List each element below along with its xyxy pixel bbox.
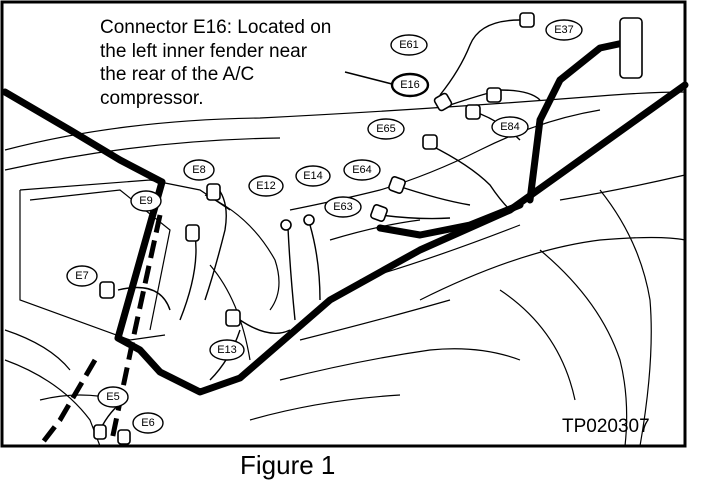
label-e9-text: E9 bbox=[139, 195, 152, 207]
figure-id: TP020307 bbox=[562, 416, 650, 437]
callout-line-2: the left inner fender near bbox=[100, 40, 308, 62]
figure-caption: Figure 1 bbox=[240, 450, 336, 480]
label-e63-text: E63 bbox=[333, 201, 353, 213]
label-e84: E84 bbox=[491, 116, 529, 138]
label-e7-text: E7 bbox=[75, 270, 88, 282]
label-e16-text: E16 bbox=[400, 79, 420, 91]
label-e5-text: E5 bbox=[106, 391, 119, 403]
label-e63: E63 bbox=[324, 196, 362, 218]
label-e5: E5 bbox=[97, 386, 129, 408]
label-e65: E65 bbox=[367, 118, 405, 140]
label-e6-text: E6 bbox=[141, 417, 154, 429]
label-e6: E6 bbox=[132, 412, 164, 434]
label-e9: E9 bbox=[130, 190, 162, 212]
label-e8-text: E8 bbox=[192, 164, 205, 176]
label-e84-text: E84 bbox=[500, 121, 520, 133]
diagram-frame bbox=[0, 0, 687, 448]
label-e64: E64 bbox=[343, 159, 381, 181]
label-e13-text: E13 bbox=[217, 344, 237, 356]
label-e12: E12 bbox=[248, 175, 284, 197]
label-e12-text: E12 bbox=[256, 180, 276, 192]
label-e8: E8 bbox=[183, 159, 215, 181]
connector-callout: Connector E16: Located on the left inner… bbox=[100, 16, 400, 110]
label-e14-text: E14 bbox=[303, 170, 323, 182]
e16-leader-line bbox=[344, 71, 393, 85]
connector-bodies bbox=[93, 12, 643, 445]
callout-line-4: compressor. bbox=[100, 87, 204, 109]
label-e7: E7 bbox=[66, 265, 98, 287]
body-outlines bbox=[4, 91, 686, 447]
label-e37: E37 bbox=[545, 19, 583, 41]
label-e16: E16 bbox=[390, 72, 430, 98]
label-e61-text: E61 bbox=[399, 39, 419, 51]
label-e65-text: E65 bbox=[376, 123, 396, 135]
label-e13: E13 bbox=[209, 339, 245, 361]
label-e61: E61 bbox=[390, 34, 428, 56]
label-e64-text: E64 bbox=[352, 164, 372, 176]
callout-line-3: the rear of the A/C bbox=[100, 64, 255, 85]
label-e37-text: E37 bbox=[554, 24, 574, 36]
callout-line-1: Connector E16: Located on bbox=[100, 17, 332, 38]
main-harness bbox=[1, 38, 689, 396]
label-e14: E14 bbox=[295, 165, 331, 187]
